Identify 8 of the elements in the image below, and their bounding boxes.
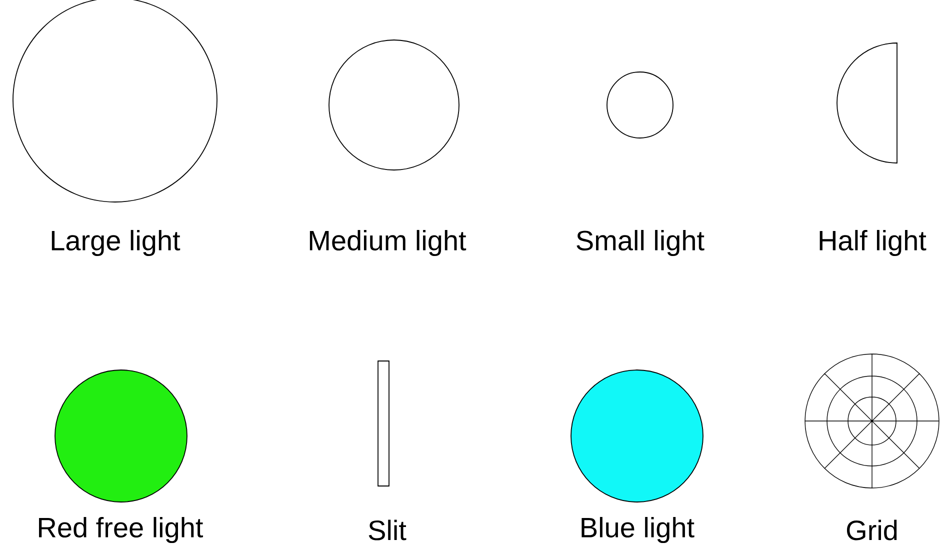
aperture-label: Half light — [820, 230, 926, 256]
aperture-label: Slit — [368, 520, 406, 540]
aperture-label: Medium light — [310, 230, 466, 256]
aperture-label: Small light — [576, 230, 704, 256]
aperture-label: Blue light — [582, 516, 694, 544]
aperture-label: Grid — [846, 520, 897, 540]
aperture-label: Large light — [52, 230, 180, 256]
aperture-label: Red free light — [39, 516, 203, 544]
